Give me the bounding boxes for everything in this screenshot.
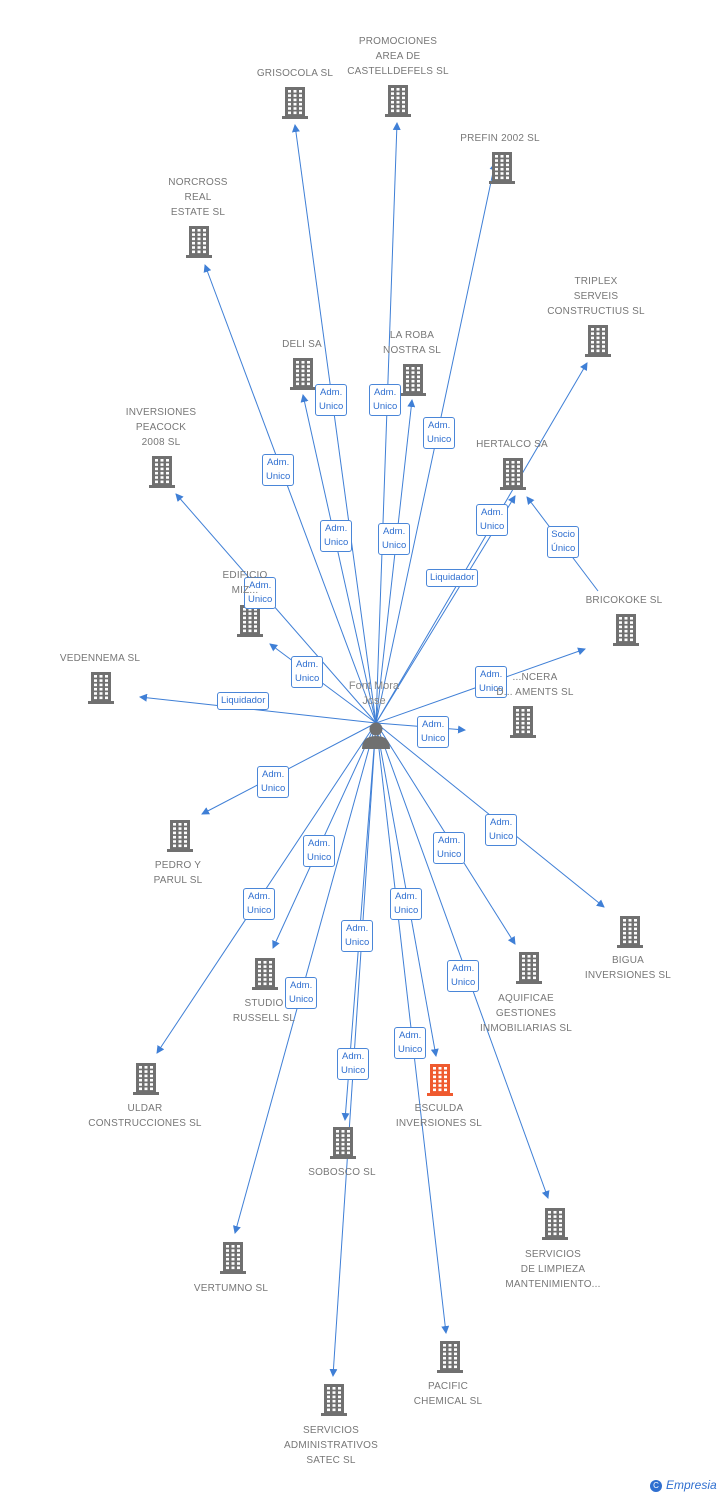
node-label-vertumno[interactable]: VERTUMNO SL (193, 1283, 269, 1294)
edge-label-triplex: Liquidador (426, 569, 479, 587)
node-label-servicios_admin[interactable]: SERVICIOS ADMINISTRATIVOS SATEC SL (284, 1425, 378, 1466)
brand-logo[interactable]: C Empresia (650, 1478, 728, 1498)
node-label-bricokoke[interactable]: BRICOKOKE SL (585, 595, 663, 606)
node-label-vedennema[interactable]: VEDENNEMA SL (59, 653, 141, 664)
node-label-pacific[interactable]: PACIFIC CHEMICAL SL (413, 1381, 483, 1407)
building-icon-esculda[interactable] (427, 1064, 453, 1096)
edge-to-grisocola (291, 124, 377, 724)
node-label-uldar[interactable]: ULDAR CONSTRUCCIONES SL (88, 1103, 202, 1129)
edge-label-deli: Adm. Unico (315, 384, 348, 416)
edge-label-inversiones_peacock: Adm. Unico (244, 577, 277, 609)
node-label-deli[interactable]: DELI SA (282, 339, 322, 350)
edge-label-laroba: Adm. Unico (378, 523, 411, 555)
building-icon-triplex[interactable] (585, 325, 611, 357)
node-label-servicios_limpieza[interactable]: SERVICIOS DE LIMPIEZA MANTENIMIENTO... (505, 1249, 601, 1290)
edge-to-inversiones_peacock (175, 493, 377, 724)
building-icon-laroba[interactable] (400, 364, 426, 396)
building-icon-pedro[interactable] (167, 820, 193, 852)
edge-label-hertalco-from-bricokoke: Socio Único (547, 526, 580, 558)
edge-label-pedro: Adm. Unico (257, 766, 290, 798)
node-label-studio[interactable]: STUDIO RUSSELL SL (232, 998, 296, 1024)
building-icon-uldar[interactable] (133, 1063, 159, 1095)
edge-label-aquificae: Adm. Unico (433, 832, 466, 864)
building-icon-aquificae[interactable] (516, 952, 542, 984)
edge-to-laroba (375, 399, 416, 724)
brand-name: Empresia (666, 1478, 717, 1492)
node-label-esculda[interactable]: ESCULDA INVERSIONES SL (395, 1103, 483, 1129)
edge-label-esculda: Adm. Unico (394, 1027, 427, 1059)
node-label-pedro[interactable]: PEDRO Y PARUL SL (153, 860, 203, 886)
building-icon-bigua[interactable] (617, 916, 643, 948)
node-label-triplex[interactable]: TRIPLEX SERVEIS CONSTRUCTIUS SL (547, 276, 645, 317)
building-icon-pacific[interactable] (437, 1341, 463, 1373)
edge-label-edificio: Adm. Unico (291, 656, 324, 688)
icons-layer (88, 85, 643, 1416)
node-label-prefin[interactable]: PREFIN 2002 SL (460, 133, 540, 144)
building-icon-servicios_limpieza[interactable] (542, 1208, 568, 1240)
building-icon-studio[interactable] (252, 958, 278, 990)
building-icon-vertumno[interactable] (220, 1242, 246, 1274)
node-label-sobosco[interactable]: SOBOSCO SL (308, 1167, 376, 1178)
edge-to-triplex (375, 362, 588, 724)
building-icon-hertalco[interactable] (500, 458, 526, 490)
building-icon-deli[interactable] (290, 358, 316, 390)
edge-label-prefin: Adm. Unico (423, 417, 456, 449)
edge-label-studio: Adm. Unico (303, 835, 336, 867)
person-icon[interactable] (362, 722, 390, 750)
edge-label-servicios_admin: Adm. Unico (337, 1048, 370, 1080)
node-label-hertalco[interactable]: HERTALCO SA (476, 439, 548, 450)
edge-to-vedennema (139, 693, 377, 724)
edge-label-promociones: Adm. Unico (369, 384, 402, 416)
building-icon-sobosco[interactable] (330, 1127, 356, 1159)
building-icon-promociones[interactable] (385, 85, 411, 117)
edge-label-grisocola: Adm. Unico (262, 454, 295, 486)
edge-label-pacific: Adm. Unico (390, 888, 423, 920)
node-label-bigua[interactable]: BIGUA INVERSIONES SL (584, 955, 672, 981)
building-icon-servicios_admin[interactable] (321, 1384, 347, 1416)
node-label-edificio[interactable]: EDIFICIO MIZ... (222, 570, 268, 596)
node-label-grisocola[interactable]: GRISOCOLA SL (256, 68, 334, 79)
building-icon-grisocola[interactable] (282, 87, 308, 119)
building-icon-cancera[interactable] (510, 706, 536, 738)
edge-to-norcross (203, 264, 377, 724)
copyright-icon: C (650, 1479, 662, 1492)
building-icon-prefin[interactable] (489, 152, 515, 184)
edge-label-bigua: Adm. Unico (485, 814, 518, 846)
edge-label-bricokoke: Adm. Unico (475, 666, 508, 698)
node-label-cancera[interactable]: ...NCERA D... AMENTS SL (496, 672, 574, 698)
edge-label-cancera: Adm. Unico (417, 716, 450, 748)
building-icon-bricokoke[interactable] (613, 614, 639, 646)
building-icon-edificio[interactable] (237, 605, 263, 637)
edge-label-uldar: Adm. Unico (243, 888, 276, 920)
edge-label-sobosco: Adm. Unico (341, 920, 374, 952)
building-icon-vedennema[interactable] (88, 672, 114, 704)
edge-to-deli (300, 394, 377, 724)
node-label-laroba[interactable]: LA ROBA NOSTRA SL (383, 330, 441, 356)
building-icon-norcross[interactable] (186, 226, 212, 258)
node-label-aquificae[interactable]: AQUIFICAE GESTIONES INMOBILIARIAS SL (479, 993, 573, 1034)
building-icon-inversiones_peacock[interactable] (149, 456, 175, 488)
node-label-norcross[interactable]: NORCROSS REAL ESTATE SL (168, 177, 228, 218)
center-person-label[interactable]: Font Mora Jose (348, 680, 400, 707)
node-label-inversiones_peacock[interactable]: INVERSIONES PEACOCK 2008 SL (125, 407, 197, 448)
edge-label-norcross: Adm. Unico (320, 520, 353, 552)
edge-label-hertalco: Adm. Unico (476, 504, 509, 536)
edge-label-vedennema: Liquidador (217, 692, 270, 710)
edge-to-promociones (375, 122, 401, 724)
edge-label-vertumno: Adm. Unico (285, 977, 318, 1009)
edge-label-servicios_limpieza: Adm. Unico (447, 960, 480, 992)
node-label-promociones[interactable]: PROMOCIONES AREA DE CASTELLDEFELS SL (347, 36, 449, 77)
